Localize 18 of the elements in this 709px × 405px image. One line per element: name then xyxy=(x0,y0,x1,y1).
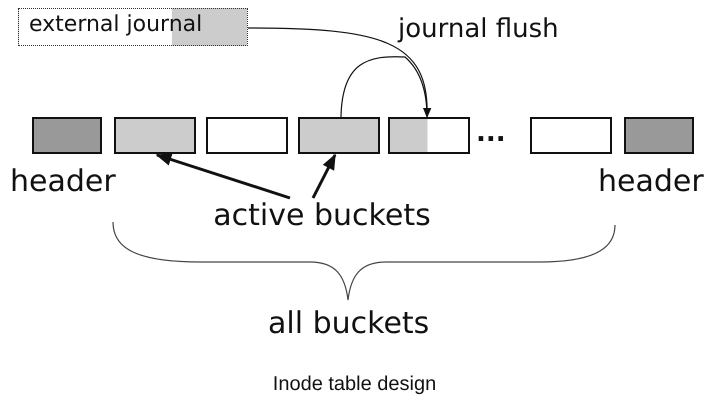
arrow xyxy=(340,56,431,118)
ellipsis: ... xyxy=(476,118,506,148)
brace-label: all buckets xyxy=(268,306,430,341)
arrow xyxy=(312,154,336,199)
bucket-box xyxy=(298,117,380,154)
bucket-box xyxy=(530,117,612,154)
box-caption: header xyxy=(598,164,704,199)
annotation-text: active buckets xyxy=(205,198,439,242)
bucket-box xyxy=(206,117,288,154)
box-caption: header xyxy=(10,164,116,199)
annotation-text: journal flush xyxy=(398,14,559,44)
bucket-box xyxy=(114,117,196,154)
bucket-box xyxy=(32,117,102,154)
bucket-box xyxy=(624,117,694,154)
caption: Inode table design xyxy=(272,373,438,396)
arrow xyxy=(155,153,290,200)
journal-box: external journal xyxy=(18,8,248,46)
bucket-box xyxy=(388,117,470,154)
